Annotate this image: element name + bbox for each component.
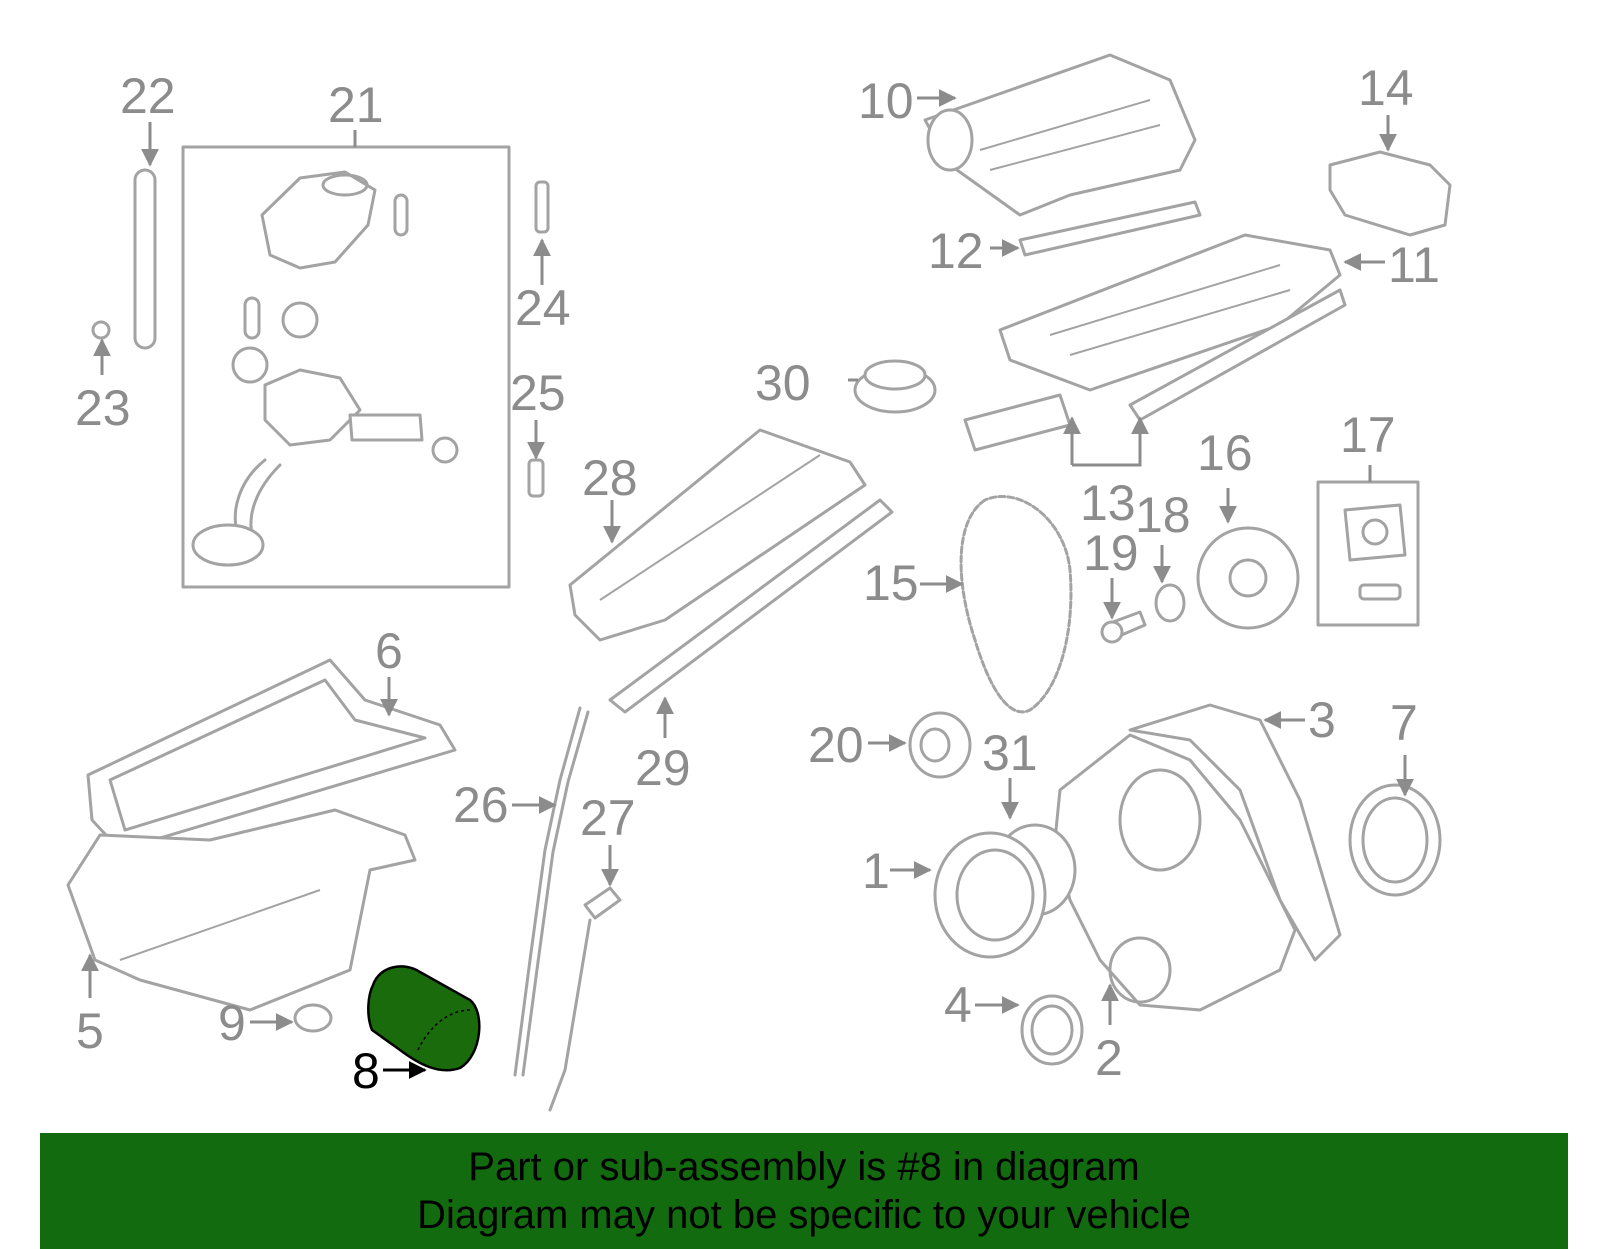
part-2-timing-cover [1053, 733, 1297, 1012]
callout-11: 11 [1388, 237, 1440, 293]
banner-line-2: Diagram may not be specific to your vehi… [417, 1193, 1191, 1237]
part-28-valve-cover [568, 428, 867, 642]
callout-8: 8 [352, 1043, 380, 1099]
callout-6: 6 [375, 623, 403, 679]
callout-2: 2 [1095, 1030, 1123, 1086]
callout-23: 23 [75, 380, 131, 436]
callout-21: 21 [328, 77, 384, 133]
callout-arrows [81, 89, 1414, 1079]
callout-28: 28 [582, 450, 638, 506]
part-18-washer [1154, 583, 1186, 623]
part-10-intake-manifold [923, 53, 1197, 217]
part-3-gasket [1128, 703, 1342, 962]
part-22-tube [133, 168, 157, 350]
callout-27: 27 [580, 790, 636, 846]
part-5-oil-pan [66, 808, 417, 1012]
part-19-bolt [1100, 610, 1147, 644]
part-11-lower-intake [998, 233, 1342, 392]
banner-line-1: Part or sub-assembly is #8 in diagram [468, 1145, 1140, 1189]
callout-9: 9 [218, 995, 246, 1051]
callout-16: 16 [1197, 425, 1253, 481]
callout-22: 22 [120, 68, 176, 124]
part-23-seal [91, 320, 111, 340]
part-1-pulley [933, 831, 1047, 959]
callout-labels: 22 21 23 24 25 10 14 12 11 13 30 28 29 1… [75, 60, 1440, 1099]
info-banner: Part or sub-assembly is #8 in diagram Di… [40, 1133, 1568, 1249]
part-17-kit [1316, 480, 1420, 627]
callout-3: 3 [1308, 692, 1336, 748]
callout-31: 31 [982, 725, 1038, 781]
callout-15: 15 [863, 555, 919, 611]
callout-18: 18 [1135, 487, 1191, 543]
part-30-cap [853, 359, 937, 414]
callout-7: 7 [1390, 695, 1418, 751]
callout-20: 20 [808, 717, 864, 773]
callout-14: 14 [1358, 60, 1414, 116]
callout-30: 30 [755, 355, 811, 411]
callout-1: 1 [862, 843, 890, 899]
callout-10: 10 [858, 73, 914, 129]
part-6-oil-pan-gasket [86, 658, 457, 852]
callout-13: 13 [1080, 475, 1136, 531]
callout-24: 24 [515, 280, 571, 336]
callout-26: 26 [453, 777, 509, 833]
part-21-oil-pump-kit [181, 145, 511, 589]
part-16-sprocket [1196, 526, 1300, 630]
part-15-timing-chain [959, 495, 1073, 714]
callout-5: 5 [76, 1003, 104, 1059]
part-12-gasket [1018, 200, 1202, 257]
part-7-seal [1348, 783, 1442, 897]
part-8-oil-filter[interactable] [367, 965, 481, 1072]
part-14-cover [1328, 150, 1452, 237]
callout-4: 4 [944, 977, 972, 1033]
part-9-plug [293, 1003, 333, 1033]
engine-parts-diagram: 22 21 23 24 25 10 14 12 11 13 30 28 29 1… [66, 53, 1452, 1112]
part-4-seal [1020, 994, 1084, 1066]
callout-29: 29 [635, 740, 691, 796]
callout-12: 12 [928, 223, 984, 279]
part-24-bolt [534, 180, 550, 234]
part-29-gasket [608, 498, 894, 714]
part-25-bolt [527, 458, 545, 498]
part-26-dipstick [513, 706, 590, 1077]
part-20-sprocket [908, 711, 972, 779]
part-27-dipstick-handle [548, 886, 622, 1112]
callout-19: 19 [1083, 525, 1139, 581]
callout-25: 25 [510, 365, 566, 421]
callout-17: 17 [1340, 407, 1396, 463]
